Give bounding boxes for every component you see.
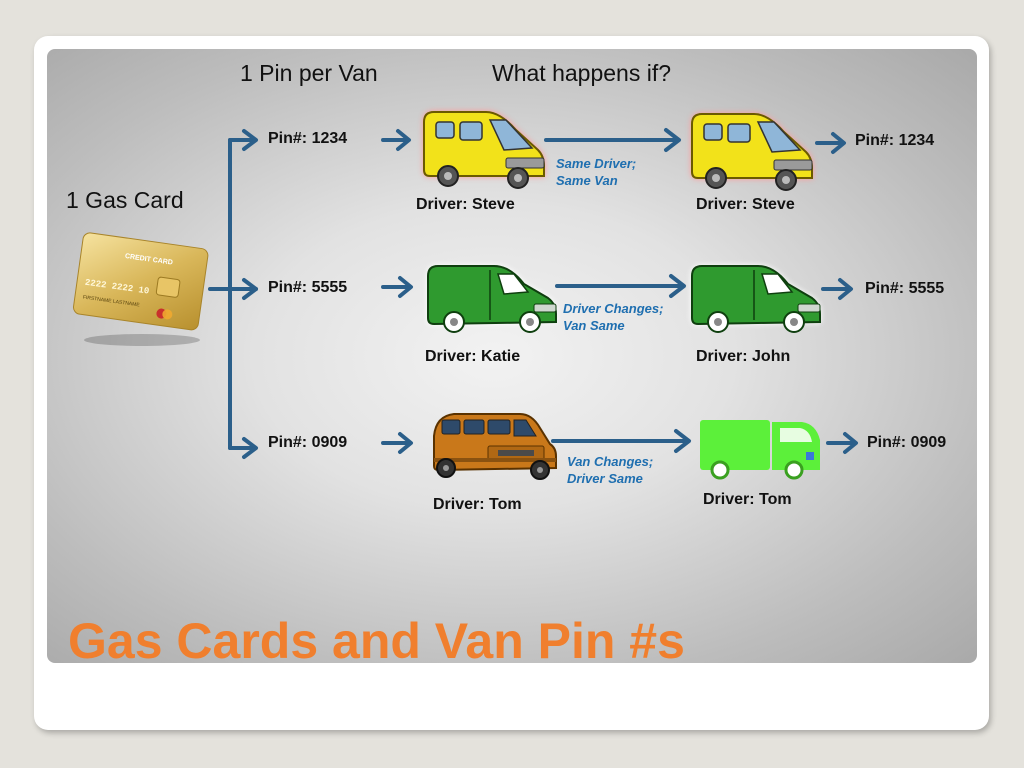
transition-note: Van Changes; Driver Same (567, 453, 653, 487)
green-van-icon (427, 265, 557, 333)
pin-left-label: Pin#: 0909 (268, 434, 348, 451)
branch-connector (208, 138, 258, 450)
heading-what-happens: What happens if? (492, 60, 672, 86)
pin-right-label: Pin#: 5555 (865, 280, 945, 297)
yellow-van-icon (423, 111, 545, 189)
orange-minivan-icon (433, 413, 557, 480)
transition-note-line1: Driver Changes; (563, 301, 664, 316)
heading-pin-per-van: 1 Pin per Van (240, 60, 378, 86)
green-van-icon (691, 265, 821, 333)
pin-right-label: Pin#: 0909 (867, 434, 947, 451)
pin-right-label: Pin#: 1234 (855, 132, 935, 149)
driver-left-label: Driver: Steve (416, 196, 515, 213)
branch-arrowheads (242, 129, 258, 459)
yellow-van-icon (691, 113, 813, 191)
driver-left-label: Driver: Tom (433, 496, 522, 513)
lime-truck-icon (700, 420, 820, 480)
pin-left-label: Pin#: 1234 (268, 130, 348, 147)
driver-right-label: Driver: Steve (696, 196, 795, 213)
driver-right-label: Driver: Tom (703, 491, 792, 508)
heading-gas-card: 1 Gas Card (66, 187, 184, 213)
transition-note-line2: Driver Same (567, 471, 643, 486)
transition-note-line1: Van Changes; (567, 454, 654, 469)
pin-arrows (381, 129, 858, 454)
pin-left-label: Pin#: 5555 (268, 279, 348, 296)
transition-note: Driver Changes; Van Same (563, 300, 663, 334)
slide-title: Gas Cards and Van Pin #s (68, 613, 685, 669)
gas-card-icon: CREDIT CARD 2222 2222 10 FIRSTNAME LASTN… (72, 232, 209, 346)
driver-left-label: Driver: Katie (425, 348, 521, 365)
driver-right-label: Driver: John (696, 348, 791, 365)
transition-arrows (544, 128, 691, 453)
transition-note-line2: Same Van (556, 173, 618, 188)
transition-note: Same Driver; Same Van (556, 155, 636, 189)
transition-note-line1: Same Driver; (556, 156, 637, 171)
transition-note-line2: Van Same (563, 318, 625, 333)
